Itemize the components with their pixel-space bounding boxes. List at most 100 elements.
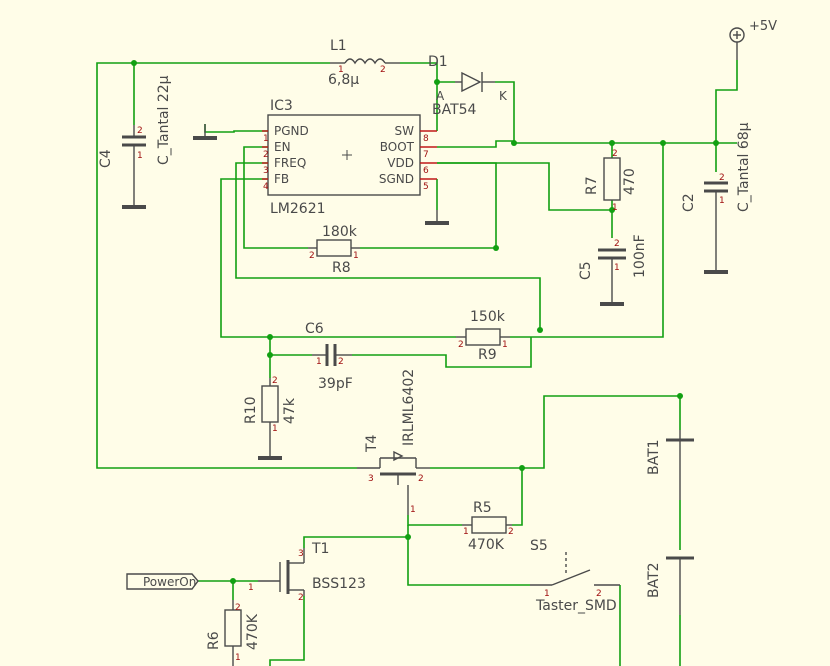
r10-value: 47k [282, 397, 298, 424]
svg-text:2: 2 [309, 251, 315, 261]
junction [609, 140, 615, 146]
junction [511, 140, 517, 146]
svg-text:2: 2 [380, 65, 386, 75]
resistor-r7: R7 470 2 1 [584, 149, 638, 213]
resistor-r6: R6 470K 2 1 [206, 600, 261, 666]
inductor-l1: L1 6,8µ 1 2 [328, 38, 400, 88]
t4-name: T4 [364, 434, 380, 453]
wire-vdd [437, 162, 613, 211]
diode-d1: D1 BAT54 A K [428, 54, 508, 118]
d1-pin-k: K [499, 89, 508, 103]
junction [434, 79, 440, 85]
ic-body [267, 114, 421, 196]
supply-5v: +5V [729, 19, 777, 60]
wire-r5-left [407, 515, 462, 526]
svg-text:3: 3 [263, 166, 269, 176]
junction [230, 578, 236, 584]
r9-value: 150k [470, 309, 506, 325]
mosfet-t1: T1 BSS123 3 2 1 [248, 541, 366, 603]
junction [519, 465, 525, 471]
resistor-symbol [603, 157, 621, 201]
resistor-symbol [316, 239, 352, 257]
ic-pin-pgnd: PGND [274, 124, 309, 138]
poweron-label: PowerOn [143, 575, 196, 589]
svg-text:2: 2 [508, 527, 514, 537]
resistor-r8: 180k R8 2 1 [308, 224, 360, 276]
svg-text:1: 1 [316, 357, 322, 367]
svg-text:1: 1 [235, 653, 241, 663]
c4-value: C_Tantal 22µ [156, 75, 172, 165]
wire-boot [437, 140, 514, 148]
switch-s5: S5 Taster_SMD 1 2 [530, 538, 620, 614]
svg-text:2: 2 [235, 603, 241, 613]
svg-text:1: 1 [612, 203, 618, 213]
r10-name: R10 [243, 396, 259, 424]
junction [267, 352, 273, 358]
svg-text:1: 1 [137, 151, 143, 161]
svg-text:2: 2 [418, 474, 424, 484]
ic-pin-vdd: VDD [387, 156, 414, 170]
junction [537, 327, 543, 333]
svg-text:4: 4 [263, 182, 269, 192]
svg-text:1: 1 [353, 251, 359, 261]
ic-pin-freq: FREQ [274, 156, 306, 170]
svg-text:1: 1 [272, 424, 278, 434]
s5-name: S5 [530, 538, 548, 554]
inductor-symbol [344, 58, 386, 65]
svg-text:1: 1 [719, 196, 725, 206]
svg-text:2: 2 [719, 173, 725, 183]
wire-en [243, 146, 308, 249]
junction [660, 140, 666, 146]
l1-value: 6,8µ [328, 72, 359, 88]
svg-text:2: 2 [263, 150, 269, 160]
r9-name: R9 [478, 347, 497, 363]
r5-value: 470K [468, 537, 505, 553]
ic-pin-sgnd: SGND [379, 172, 414, 186]
junctions [131, 60, 719, 584]
c5-value: 100nF [632, 234, 648, 278]
ic-pin-sw: SW [395, 124, 415, 138]
r7-name: R7 [584, 176, 600, 195]
junction [713, 140, 719, 146]
diode-symbol [461, 71, 482, 93]
r6-name: R6 [206, 631, 222, 650]
svg-text:6: 6 [423, 166, 429, 176]
svg-text:8: 8 [423, 134, 429, 144]
wire-c6-right [352, 337, 532, 368]
svg-text:1: 1 [263, 134, 269, 144]
junction [131, 60, 137, 66]
capacitor-c5: C5 100nF 2 1 [578, 234, 648, 304]
svg-text:1: 1 [544, 589, 550, 599]
capacitor-c4: C4 C_Tantal 22µ 2 1 [98, 75, 172, 207]
svg-text:2: 2 [458, 340, 464, 350]
resistor-r5: R5 470K 1 2 [462, 500, 514, 553]
l1-name: L1 [330, 38, 347, 54]
svg-text:2: 2 [596, 589, 602, 599]
battery-bat1: BAT1 [646, 430, 694, 500]
c2-name: C2 [681, 193, 697, 212]
wire-5v [715, 60, 738, 172]
capacitor-c6: C6 39pF 1 2 [305, 321, 353, 392]
supply-label: +5V [749, 19, 777, 34]
junction [405, 534, 411, 540]
bat2-name: BAT2 [646, 562, 662, 598]
capacitor-c2: C2 C_Tantal 68µ 2 1 [681, 122, 752, 272]
resistor-symbol [261, 385, 279, 423]
r6-value: 470K [245, 613, 261, 650]
d1-name: D1 [428, 54, 448, 70]
switch-symbol [551, 569, 591, 586]
c5-name: C5 [578, 261, 594, 280]
svg-text:1: 1 [614, 263, 620, 273]
resistor-symbol [465, 328, 501, 346]
c6-value: 39pF [318, 376, 353, 392]
wire-fb [220, 178, 456, 338]
wire-vdd-r8 [437, 162, 497, 248]
c4-name: C4 [98, 149, 114, 168]
c6-name: C6 [305, 321, 324, 337]
svg-text:1: 1 [502, 340, 508, 350]
r8-name: R8 [332, 260, 351, 276]
mosfet-t4: 3 2 1 T4 IRLML6402 [357, 369, 430, 515]
svg-text:2: 2 [338, 357, 344, 367]
svg-text:1: 1 [248, 583, 254, 593]
